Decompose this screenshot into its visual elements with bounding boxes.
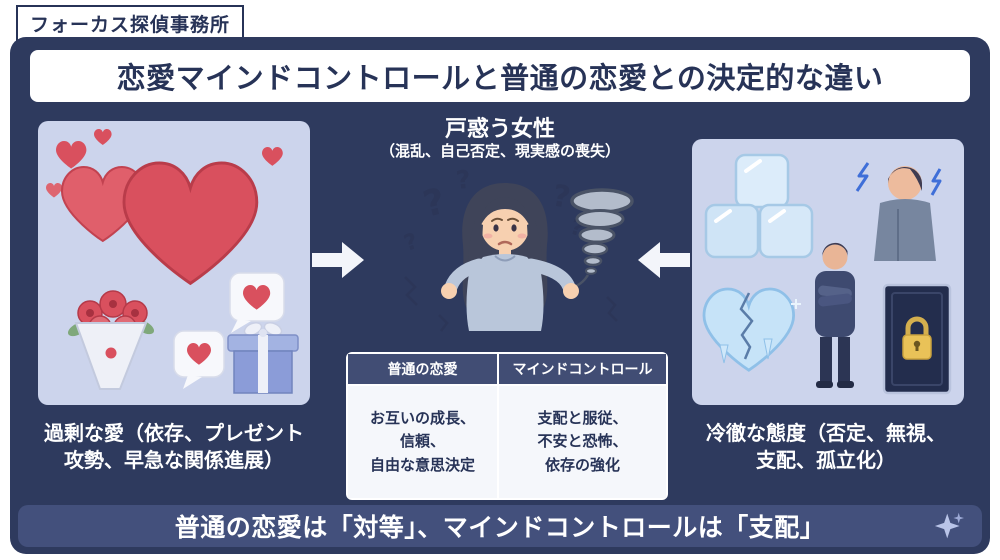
gift-box-icon (227, 322, 299, 394)
crossed-arms-man-icon (815, 242, 855, 388)
main-panel: 恋愛マインドコントロールと普通の恋愛との決定的な違い 戸惑う女性 （混乱、自己否… (10, 37, 990, 554)
footer-conclusion: 普通の恋愛は「対等」、マインドコントロールは「支配」 (174, 514, 826, 542)
svg-text:?: ? (401, 229, 421, 257)
footer-bar: 普通の恋愛は「対等」、マインドコントロールは「支配」 (18, 505, 982, 547)
stress-marks-icon (404, 276, 618, 332)
confused-woman-icon (441, 183, 579, 331)
cold-treatment-illustration (702, 153, 952, 395)
brand-tag: フォーカス探偵事務所 (16, 5, 245, 43)
svg-text:?: ? (419, 181, 449, 226)
heart-message-bubbles-icon (173, 272, 285, 389)
tornado-icon (570, 188, 634, 288)
svg-text:?: ? (455, 165, 472, 195)
center-subheading: （混乱、自己否定、現実感の喪失） (379, 143, 620, 160)
confused-woman-illustration: ? ? ? ? ? (355, 159, 665, 397)
svg-text:?: ? (550, 178, 573, 215)
comparison-table: 普通の恋愛 マインドコントロール お互いの成長、 信頼、 自由な意思決定 支配と… (346, 352, 668, 500)
big-hearts-icon (60, 163, 257, 283)
page-title: 恋愛マインドコントロールと普通の恋愛との決定的な違い (116, 63, 884, 95)
brand-label: フォーカス探偵事務所 (30, 15, 231, 36)
frozen-broken-heart-icon (702, 287, 801, 372)
center-heading: 戸惑う女性 (444, 116, 555, 141)
table-cell-normal-love: お互いの成長、 信頼、 自由な意思決定 (348, 386, 497, 498)
left-caption: 過剰な愛（依存、プレゼント 攻勢、早急な関係進展） (44, 423, 304, 472)
locked-door-icon (882, 283, 952, 395)
bouquet-icon (67, 290, 155, 390)
annoyed-man-icon (855, 162, 942, 261)
title-bar: 恋愛マインドコントロールと普通の恋愛との決定的な違い (30, 50, 970, 102)
sparkle-icon (934, 511, 964, 541)
ice-cubes-icon (704, 153, 814, 259)
table-header-mind-control: マインドコントロール (498, 354, 666, 384)
arrow-left-icon (638, 240, 690, 280)
table-cell-mind-control: 支配と服従、 不安と恐怖、 依存の強化 (498, 386, 666, 498)
arrow-right-icon (312, 240, 364, 280)
cold-treatment-panel (692, 139, 964, 405)
table-header-normal-love: 普通の恋愛 (348, 354, 497, 384)
right-caption: 冷徹な態度（否定、無視、 支配、孤立化） (706, 423, 946, 472)
love-bombing-illustration (46, 129, 299, 394)
love-bombing-panel (38, 121, 310, 405)
